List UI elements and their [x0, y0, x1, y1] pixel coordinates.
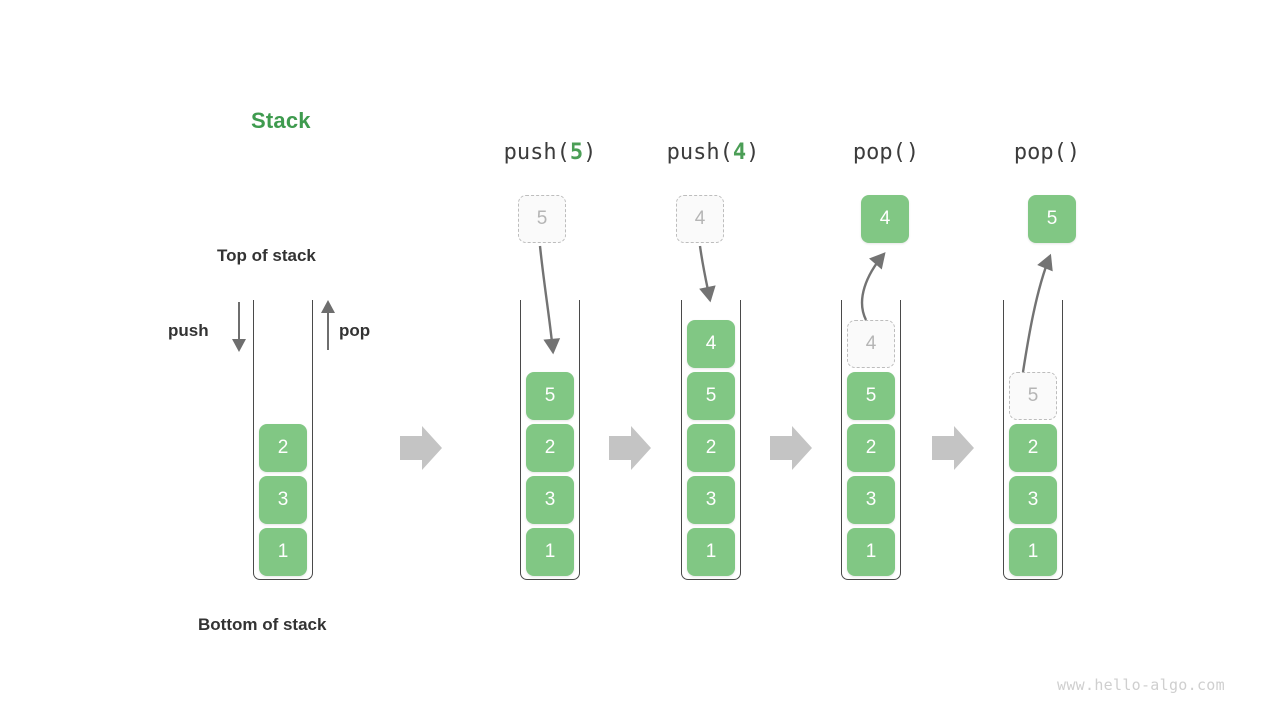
op-label-pop-1: pop(): [786, 140, 986, 165]
transition-arrow-icon: [770, 426, 812, 470]
stack-cell: 5: [526, 372, 574, 420]
bottom-of-stack-label: Bottom of stack: [198, 615, 327, 634]
stack-cell: 2: [259, 424, 307, 472]
op-name: push(: [666, 140, 733, 165]
watermark: www.hello-algo.com: [1057, 676, 1225, 694]
op-close: ): [905, 140, 920, 165]
stack-cell: 3: [687, 476, 735, 524]
popped-cell: 4: [861, 195, 909, 243]
stack-vessel: [841, 300, 901, 580]
diagram-title: Stack: [251, 108, 311, 133]
stack-cell-ghost: 4: [847, 320, 895, 368]
op-close: ): [1066, 140, 1081, 165]
push-label: push: [168, 321, 209, 340]
transition-arrow-icon: [932, 426, 974, 470]
stack-cell: 2: [526, 424, 574, 472]
op-name: pop(: [1013, 140, 1067, 165]
floating-ghost-cell: 4: [676, 195, 724, 243]
stack-vessel: [1003, 300, 1063, 580]
stack-cell: 2: [1009, 424, 1057, 472]
stack-cell: 4: [687, 320, 735, 368]
op-close: ): [746, 140, 760, 165]
op-name: push(: [503, 140, 570, 165]
stack-cell: 5: [847, 372, 895, 420]
op-name: pop(: [852, 140, 906, 165]
op-label-pop-2: pop(): [947, 140, 1147, 165]
stack-cell: 3: [259, 476, 307, 524]
stack-cell: 1: [526, 528, 574, 576]
op-label-push-4: push(4): [613, 140, 813, 165]
top-of-stack-label: Top of stack: [217, 246, 316, 265]
op-arg: 5: [569, 140, 584, 165]
stack-vessel: [253, 300, 313, 580]
floating-ghost-cell: 5: [518, 195, 566, 243]
stack-cell: 3: [526, 476, 574, 524]
stack-cell: 3: [1009, 476, 1057, 524]
stack-cell: 1: [1009, 528, 1057, 576]
stack-cell: 1: [847, 528, 895, 576]
stack-cell-ghost: 5: [1009, 372, 1057, 420]
pop-label: pop: [339, 321, 371, 340]
op-arg: 4: [732, 140, 747, 165]
stack-vessel: [681, 300, 741, 580]
stack-cell: 5: [687, 372, 735, 420]
op-label-push-5: push(5): [450, 140, 650, 165]
popped-cell: 5: [1028, 195, 1076, 243]
stack-cell: 1: [259, 528, 307, 576]
op-close: ): [583, 140, 597, 165]
push-motion-arrow-icon: [698, 245, 716, 303]
transition-arrow-icon: [400, 426, 442, 470]
stack-vessel: [520, 300, 580, 580]
stack-cell: 3: [847, 476, 895, 524]
stack-cell: 2: [687, 424, 735, 472]
stack-cell: 1: [687, 528, 735, 576]
stack-cell: 2: [847, 424, 895, 472]
transition-arrow-icon: [609, 426, 651, 470]
